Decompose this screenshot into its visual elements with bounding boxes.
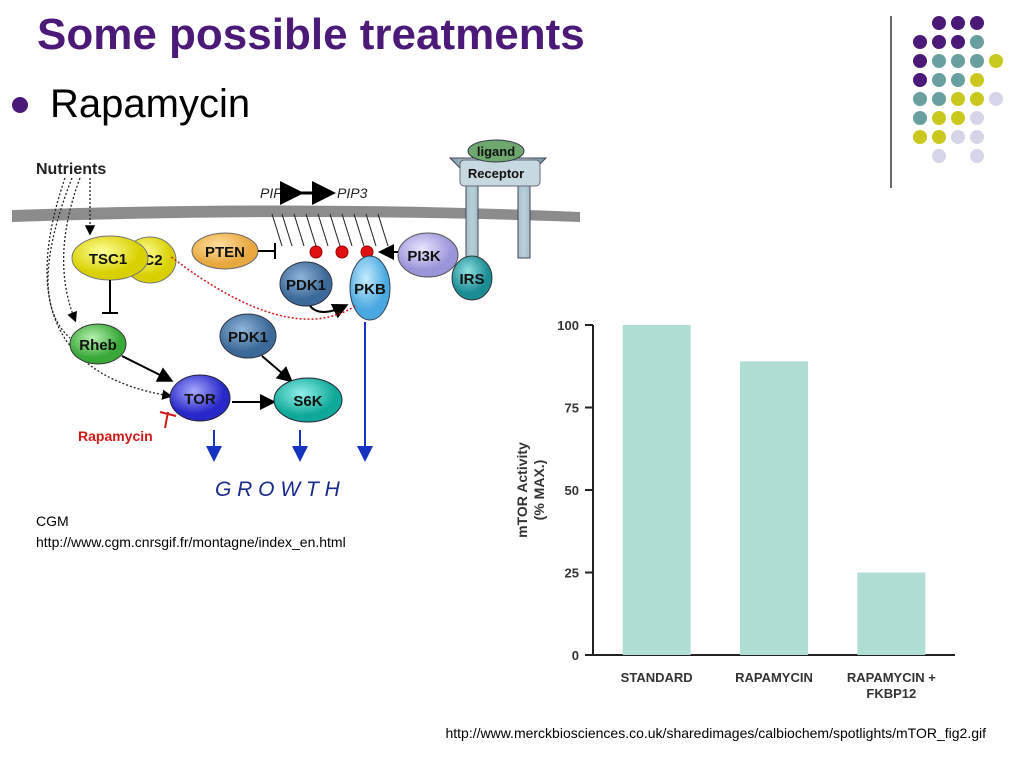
- chart-ylabel: mTOR Activity(% MAX.): [514, 442, 547, 538]
- s6k-node: [273, 377, 343, 423]
- tor-node: [169, 374, 231, 422]
- signaling-pathway-diagram: Nutrients PIP2 PIP3 ligand Receptor PI3K…: [12, 139, 580, 501]
- pkb-tsc-inhibit: [169, 255, 356, 320]
- y-tick-label: 0: [572, 648, 579, 663]
- y-tick-label: 75: [565, 401, 579, 416]
- bar: [622, 325, 691, 655]
- decorative-dot: [989, 54, 1003, 68]
- decorative-dot: [913, 130, 927, 144]
- pten-label: PTEN: [205, 244, 245, 261]
- slide-title: Some possible treatments: [37, 10, 585, 59]
- decorative-dot: [989, 92, 1003, 106]
- tsc-rheb-inhibit: [102, 280, 118, 314]
- y-tick-label: 100: [557, 318, 579, 333]
- decorative-dot: [932, 35, 946, 49]
- decorative-dot: [951, 73, 965, 87]
- decorative-dot: [913, 54, 927, 68]
- x-tick-label: FKBP12: [866, 686, 916, 700]
- decorative-dot: [970, 111, 984, 125]
- decorative-dot: [913, 92, 927, 106]
- chart-ticks: 0 25 50 75 100: [557, 318, 593, 663]
- pdk1-top-label: PDK1: [286, 277, 326, 294]
- pkb-label: PKB: [354, 281, 386, 298]
- decorative-dot: [932, 54, 946, 68]
- tsc1-label: TSC1: [89, 251, 127, 268]
- decorative-dot: [951, 111, 965, 125]
- decorative-dot: [932, 111, 946, 125]
- bar: [857, 572, 926, 655]
- decorative-dot: [970, 73, 984, 87]
- rapamycin-inhibit: [159, 411, 177, 429]
- pdk1-mid-label: PDK1: [228, 329, 268, 346]
- y-tick-label: 50: [565, 483, 579, 498]
- cgm-name: CGM: [36, 513, 69, 529]
- decorative-dot: [970, 149, 984, 163]
- irs-label: IRS: [459, 271, 484, 288]
- pi3k-node: [397, 232, 459, 278]
- merck-caption: http://www.merckbiosciences.co.uk/shared…: [445, 725, 986, 741]
- bullet-item: Rapamycin: [12, 82, 250, 127]
- decorative-dot-grid: [913, 16, 1003, 163]
- growth-arrows: [206, 322, 373, 462]
- pkb-node: [349, 255, 391, 321]
- pdk1-s6k-arrow: [261, 355, 294, 383]
- pip2-label: PIP2: [260, 185, 291, 201]
- x-tick-label: STANDARD: [621, 670, 693, 685]
- rheb-label: Rheb: [79, 337, 117, 354]
- pdk1-mid-node: [219, 313, 277, 359]
- decorative-dot: [932, 149, 946, 163]
- ligand-label: ligand: [477, 144, 515, 159]
- decorative-dot: [951, 92, 965, 106]
- decorative-dot: [932, 73, 946, 87]
- receptor-label: Receptor: [468, 166, 524, 181]
- decorative-dot: [951, 16, 965, 30]
- ligand-shape: [467, 139, 525, 163]
- chart-categories: STANDARD RAPAMYCIN RAPAMYCIN +FKBP12: [621, 670, 937, 700]
- decorative-dot: [951, 130, 965, 144]
- decorative-dot: [970, 54, 984, 68]
- lipid-tails: [271, 213, 389, 247]
- x-tick-label: RAPAMYCIN: [735, 670, 813, 685]
- s6k-label: S6K: [293, 393, 322, 410]
- nutrients-arrows: [46, 177, 173, 400]
- decorative-dot: [932, 16, 946, 30]
- y-tick-label: 25: [565, 566, 579, 581]
- bullet-text: Rapamycin: [50, 82, 251, 126]
- cgm-caption: CGM http://www.cgm.cnrsgif.fr/montagne/i…: [36, 511, 346, 553]
- tor-label: TOR: [184, 391, 216, 408]
- nutrients-label: Nutrients: [36, 161, 106, 178]
- growth-label: G R O W T H: [215, 478, 341, 501]
- rheb-node: [69, 323, 127, 365]
- rheb-tor-arrow: [121, 355, 174, 382]
- chart-bars: [622, 325, 926, 655]
- decorative-dot: [970, 92, 984, 106]
- decorative-dot: [913, 73, 927, 87]
- cgm-url: http://www.cgm.cnrsgif.fr/montagne/index…: [36, 534, 346, 550]
- decorative-dot: [970, 35, 984, 49]
- mtor-activity-chart: 0 25 50 75 100 STANDARD RAPAMYCIN RAPAMYCIN +F…: [514, 318, 955, 700]
- decorative-dot: [951, 54, 965, 68]
- cell-membrane: [12, 205, 580, 222]
- rapamycin-label: Rapamycin: [78, 428, 153, 444]
- phosphate-dots: [309, 245, 374, 259]
- decorative-dot: [913, 35, 927, 49]
- pdk1-pkb-arrow: [309, 303, 349, 319]
- bullet-dot-icon: [12, 96, 28, 113]
- decorative-dot: [932, 92, 946, 106]
- decorative-dot: [970, 130, 984, 144]
- irs-node: [451, 255, 493, 301]
- decorative-dot: [932, 130, 946, 144]
- pi3k-label: PI3K: [407, 248, 441, 265]
- decorative-dot: [951, 35, 965, 49]
- bar: [740, 361, 808, 655]
- x-tick-label: RAPAMYCIN +: [847, 670, 936, 685]
- decorative-dot: [970, 16, 984, 30]
- pten-inhibit: [258, 243, 276, 259]
- decorative-dot: [913, 111, 927, 125]
- decorative-divider: [890, 16, 892, 188]
- pdk1-top-node: [279, 261, 333, 307]
- pip3-label: PIP3: [337, 185, 368, 201]
